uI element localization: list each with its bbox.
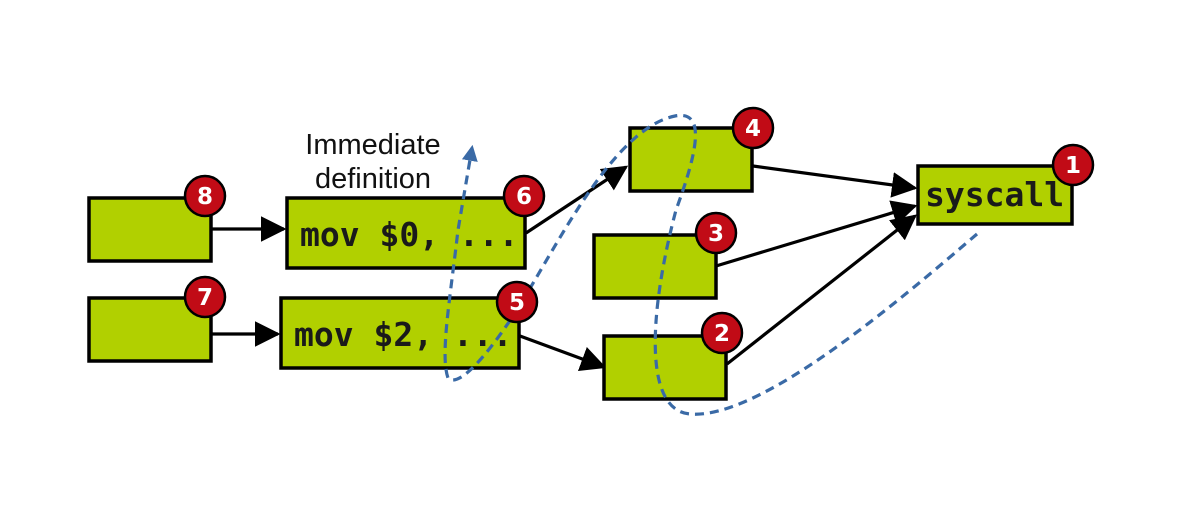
badge-8-number: 8 bbox=[197, 184, 213, 210]
node-5-box bbox=[279, 296, 521, 370]
badge-4-number: 4 bbox=[745, 116, 761, 142]
annotation-line-2: definition bbox=[315, 163, 431, 195]
badge-4-circle bbox=[731, 106, 775, 150]
node-6: mov $0, ... bbox=[285, 196, 527, 270]
badge-1-number: 1 bbox=[1065, 153, 1081, 179]
badge-8: 8 bbox=[183, 174, 227, 218]
badge-5: 5 bbox=[495, 280, 539, 324]
badge-7-number: 7 bbox=[197, 285, 213, 311]
node-5-label: mov $2, ... bbox=[294, 315, 513, 354]
node-6-label: mov $0, ... bbox=[300, 215, 519, 254]
node-3 bbox=[592, 233, 718, 300]
node-5: mov $2, ... bbox=[279, 296, 521, 370]
edge-2-to-1 bbox=[726, 214, 918, 366]
badge-2-number: 2 bbox=[714, 321, 730, 347]
badge-4: 4 bbox=[731, 106, 775, 150]
badge-7: 7 bbox=[183, 275, 227, 319]
badge-3-number: 3 bbox=[708, 221, 724, 247]
badge-2-circle bbox=[700, 311, 744, 355]
badge-3: 3 bbox=[694, 211, 738, 255]
node-3-box bbox=[592, 233, 718, 300]
edge-6-to-4 bbox=[525, 165, 629, 235]
badge-6-number: 6 bbox=[516, 184, 532, 210]
badges: 8 6 7 5 4 3 2 1 bbox=[183, 106, 1095, 355]
annotation-line-1: Immediate bbox=[305, 129, 440, 161]
edge-5-to-2 bbox=[519, 334, 607, 372]
node-1-label: syscall bbox=[925, 175, 1064, 214]
badge-3-circle bbox=[694, 211, 738, 255]
node-6-box bbox=[285, 196, 527, 270]
badge-2: 2 bbox=[700, 311, 744, 355]
edge-4-to-1 bbox=[752, 164, 918, 198]
badge-1-circle bbox=[1051, 143, 1095, 187]
annotation: Immediate definition bbox=[305, 129, 440, 195]
dashed-slice-path bbox=[443, 113, 979, 416]
edge-3-to-1 bbox=[715, 200, 918, 268]
badge-1: 1 bbox=[1051, 143, 1095, 187]
badge-5-circle bbox=[495, 280, 539, 324]
badge-6-circle bbox=[502, 174, 546, 218]
badge-6: 6 bbox=[502, 174, 546, 218]
badge-5-number: 5 bbox=[509, 290, 525, 316]
node-1: syscall bbox=[916, 164, 1074, 226]
edges bbox=[212, 164, 918, 372]
badge-8-circle bbox=[183, 174, 227, 218]
node-1-box bbox=[916, 164, 1074, 226]
badge-7-circle bbox=[183, 275, 227, 319]
